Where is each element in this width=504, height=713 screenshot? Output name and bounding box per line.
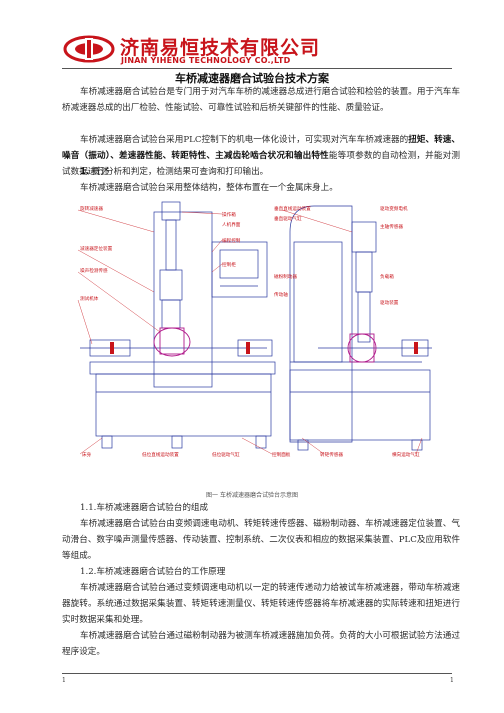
label-right: 垂直驱动气缸 bbox=[274, 215, 302, 222]
company-name-en: JINAN YIHENG TECHNOLOGY CO.,LTD bbox=[121, 56, 291, 65]
letterhead: 济南易恒技术有限公司 JINAN YIHENG TECHNOLOGY CO.,L… bbox=[40, 32, 470, 68]
document-title: 车桥减速器磨合试验台技术方案 bbox=[175, 72, 329, 85]
paragraph-intro: 车桥减速器磨合试验台是专门用于对汽车车桥的减速器总成进行磨合试验和检验的装置。用… bbox=[62, 87, 460, 113]
section-title: 概述 bbox=[91, 167, 110, 177]
label-right: 负载箱 bbox=[380, 273, 394, 280]
paragraph-plc-control: 车桥减速器磨合试验台采用PLC控制下的机电一体化设计，可实现对汽车车桥减速器的扭… bbox=[62, 132, 460, 180]
label-left: 减速器定位装置 bbox=[80, 245, 113, 252]
label-bottom: 控制面板 bbox=[272, 451, 291, 458]
label-top: 控制柜 bbox=[222, 261, 236, 268]
company-logo-icon bbox=[63, 35, 115, 63]
footer-left-mark: 1 bbox=[62, 677, 66, 684]
footer-divider bbox=[62, 673, 452, 674]
label-left: 测试机体 bbox=[80, 295, 99, 302]
paragraph-text: 能等项参数的自动检测，并能对测试数据进行分析和判定，检测结果可查询和打印输出。 bbox=[62, 151, 460, 177]
label-left: 旋转减速器 bbox=[80, 205, 103, 212]
label-left: 床身 bbox=[82, 451, 92, 458]
paragraph-composition: 车桥减速器磨合试验台由变频调速电动机、转矩转速传感器、磁粉制动器、车桥减速器定位… bbox=[62, 519, 460, 561]
label-right: 主轴传感器 bbox=[380, 223, 403, 230]
label-right: 转矩传感器 bbox=[320, 451, 343, 458]
label-right: 驱动装置 bbox=[380, 299, 399, 306]
label-right: 垂直直线运动装置 bbox=[274, 205, 311, 212]
paragraph-principle: 车桥减速器磨合试验台通过变频调速电动机以一定的转速传递动力给被试车桥减速器，带动… bbox=[62, 583, 460, 625]
label-bottom: 低位驱动气缸 bbox=[212, 451, 240, 458]
section-heading-1: 1. 概述 bbox=[80, 164, 109, 180]
paragraph-bold-params: 扭矩、转速、噪音（振动）、差速器性能、转距特性、主减齿轮啮合状况和输出特性 bbox=[62, 135, 460, 161]
label-bottom: 低位直线运动装置 bbox=[142, 451, 179, 458]
paragraph-text: 车桥减速器磨合试验台采用PLC控制下的机电一体化设计，可实现对汽车车桥减速器的 bbox=[80, 135, 409, 145]
label-left: 噪声检测传感 bbox=[80, 267, 108, 274]
label-right: 传动轴 bbox=[274, 291, 288, 298]
test-bench-schematic: 旋转减速器 减速器定位装置 噪声检测传感 测试机体 床身 操作箱 人机界面 编程… bbox=[77, 201, 432, 458]
section-number: 1. bbox=[80, 167, 90, 177]
label-right: 驱动变频电机 bbox=[380, 205, 408, 212]
label-top: 编程控制 bbox=[222, 237, 241, 244]
label-right: 磁粉制动器 bbox=[274, 273, 297, 280]
paragraph-overview: 车桥减速器磨合试验台采用整体结构，整体布置在一个金属床身上。 bbox=[80, 183, 338, 193]
section-heading-1-2: 1.2.车桥减速器磨合试验台的工作原理 bbox=[80, 567, 226, 577]
page-number: 1 bbox=[450, 677, 454, 684]
company-name-cn: 济南易恒技术有限公司 bbox=[120, 37, 321, 59]
section-heading-1-1: 1.1.车桥减速器磨合试验台的组成 bbox=[80, 503, 209, 513]
label-top: 人机界面 bbox=[222, 221, 241, 228]
label-right: 横向运动气缸 bbox=[392, 451, 420, 458]
paragraph-load: 车桥减速器磨合试验台通过磁粉制动器为被测车桥减速器施加负荷。负荷的大小可根据试验… bbox=[62, 631, 460, 657]
header-divider bbox=[62, 68, 452, 69]
label-top: 操作箱 bbox=[222, 211, 236, 218]
figure-caption: 图一 车桥减速器磨合试验台示意图 bbox=[206, 492, 298, 499]
